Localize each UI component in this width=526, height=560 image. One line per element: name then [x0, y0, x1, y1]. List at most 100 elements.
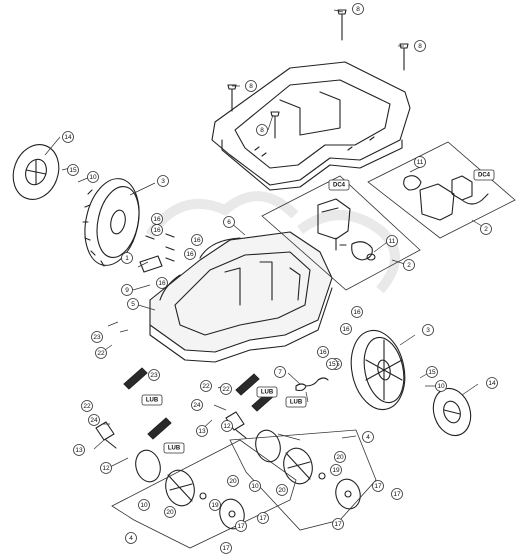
tag-dc4-left: DC4 [328, 179, 350, 191]
callout-c22a: 22 [95, 347, 107, 359]
callout-label: 12 [102, 465, 110, 472]
callout-c9: 9 [121, 284, 133, 296]
tag-label: LUB [146, 397, 159, 403]
wheel-cover-left [12, 144, 60, 200]
callout-c12b: 12 [221, 420, 233, 432]
callout-label: 22 [97, 350, 105, 357]
connector-7 [295, 377, 329, 392]
callout-c14b: 14 [486, 377, 498, 389]
callout-label: 16 [186, 251, 194, 258]
callout-c10d: 10 [249, 480, 261, 492]
callout-c19b: 19 [330, 464, 342, 476]
callout-c22d: 22 [220, 383, 232, 395]
callout-label: 17 [393, 491, 401, 498]
callout-c15d: 15 [326, 358, 338, 370]
callout-c13a: 13 [73, 444, 85, 456]
callout-c4a: 4 [362, 431, 374, 443]
callout-label: 20 [336, 454, 344, 461]
callout-c15c: 15 [426, 366, 438, 378]
callout-c10a: 10 [87, 171, 99, 183]
callout-label: 7 [278, 369, 282, 376]
callout-label: 19 [332, 467, 340, 474]
callout-c4b: 4 [125, 532, 137, 544]
callout-label: 20 [229, 478, 237, 485]
callout-label: 3 [161, 178, 165, 185]
callout-c23b: 23 [148, 369, 160, 381]
callout-c22c: 22 [200, 380, 212, 392]
callout-label: 22 [222, 386, 230, 393]
callout-c16e: 16 [156, 277, 168, 289]
callout-label: 15 [428, 369, 436, 376]
screws-8 [227, 9, 409, 139]
callout-c16f: 16 [351, 306, 363, 318]
callout-label: 23 [150, 372, 158, 379]
callout-label: 10 [437, 383, 445, 390]
tag-label: LUB [261, 389, 274, 395]
callout-label: 17 [334, 521, 342, 528]
callout-c6: 6 [223, 216, 235, 228]
axle-pin [139, 233, 175, 273]
callout-c8a: 8 [352, 3, 364, 15]
callout-label: 1 [125, 255, 129, 262]
callout-c17e: 17 [391, 488, 403, 500]
callout-c20c: 20 [276, 484, 288, 496]
chassis [149, 231, 333, 363]
callout-label: 12 [223, 423, 231, 430]
callout-label: 6 [227, 219, 231, 226]
callout-c14a: 14 [62, 131, 74, 143]
top-body-shell [211, 61, 411, 191]
callout-label: 11 [389, 238, 396, 245]
callout-label: 13 [198, 428, 206, 435]
motor-box-left [261, 175, 421, 291]
callout-c24a: 24 [88, 414, 100, 426]
callout-label: 16 [158, 280, 166, 287]
rear-wheel-left [82, 178, 140, 267]
callout-label: 16 [319, 349, 327, 356]
callout-c22b: 22 [81, 400, 93, 412]
callout-label: 24 [193, 402, 201, 409]
callout-label: 15 [69, 167, 77, 174]
callout-label: 16 [342, 326, 350, 333]
callout-c2b: 2 [480, 223, 492, 235]
callout-c16g: 16 [340, 323, 352, 335]
tag-lub-3: LUB [285, 396, 307, 408]
tag-lub-4: LUB [163, 442, 185, 454]
callout-c20d: 20 [334, 451, 346, 463]
callout-c3a: 3 [157, 175, 169, 187]
callout-label: 10 [140, 502, 148, 509]
callout-c5: 5 [127, 298, 139, 310]
callout-c20b: 20 [227, 475, 239, 487]
callout-c13b: 13 [196, 425, 208, 437]
callout-label: 17 [259, 515, 267, 522]
callout-label: 4 [129, 535, 133, 542]
callout-label: 16 [153, 227, 161, 234]
front-caster-right [225, 411, 361, 510]
callout-label: 4 [366, 434, 370, 441]
callout-c20a: 20 [164, 506, 176, 518]
callout-c1: 1 [121, 252, 133, 264]
tag-label: DC4 [478, 172, 491, 178]
tag-label: LUB [290, 399, 303, 405]
callout-label: 20 [278, 487, 286, 494]
callout-c8d: 8 [256, 124, 268, 136]
wheel-cover-right [432, 387, 472, 437]
callout-c17c: 17 [220, 542, 232, 554]
callout-label: 24 [90, 417, 98, 424]
callout-c17f: 17 [332, 518, 344, 530]
callout-label: 8 [356, 6, 360, 13]
callout-c7: 7 [274, 366, 286, 378]
callout-c24b: 24 [191, 399, 203, 411]
callout-c11b: 11 [386, 235, 398, 247]
rear-wheel-right [350, 329, 406, 411]
motor-box-right [367, 141, 516, 239]
callout-c8c: 8 [245, 80, 257, 92]
callout-c10c: 10 [138, 499, 150, 511]
callout-label: 15 [328, 361, 336, 368]
grease-tubes [123, 367, 276, 440]
callout-c19a: 19 [209, 499, 221, 511]
callout-c11a: 11 [414, 156, 426, 168]
callout-layer: 8888141510311112261616161616161616159232… [62, 3, 498, 554]
callout-label: 16 [153, 216, 161, 223]
callout-label: 11 [417, 159, 424, 166]
tag-lub-1: LUB [141, 394, 163, 406]
